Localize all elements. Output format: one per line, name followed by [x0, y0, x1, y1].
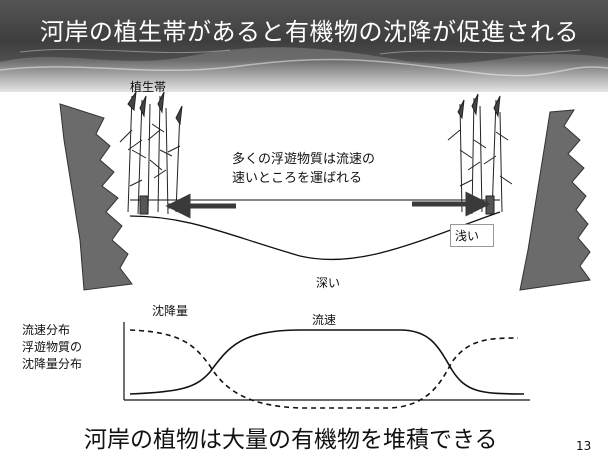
velocity-label: 流速	[312, 313, 337, 327]
vegetation-left	[119, 91, 183, 215]
flow-note-line2: 速いところを運ばれる	[232, 171, 363, 186]
plot-y-label: 流速分布 浮遊物質の 沈降量分布	[22, 322, 82, 373]
velocity-curve	[129, 329, 525, 395]
deep-label: 深い	[316, 276, 341, 290]
header-fade	[0, 60, 608, 92]
sedimentation-curve	[129, 329, 519, 409]
flow-note-line1: 多くの浮遊物質は流速の	[232, 152, 376, 167]
vegetation-right	[447, 93, 513, 215]
riverbed	[129, 211, 501, 261]
right-bank	[519, 109, 591, 291]
flow-note: 多くの浮遊物質は流速の 速いところを運ばれる	[232, 150, 375, 188]
sedimentation-label: 沈降量	[152, 304, 189, 318]
page-number: 13	[576, 439, 592, 453]
title-banner: 河岸の植生帯があると有機物の沈降が促進される	[0, 0, 608, 92]
y-label-line1: 流速分布	[22, 323, 71, 337]
slide-title: 河岸の植生帯があると有機物の沈降が促進される	[40, 18, 579, 46]
left-bank	[59, 103, 133, 291]
shallow-label: 浅い	[450, 224, 495, 247]
slide-caption: 河岸の植物は大量の有機物を堆積できる	[84, 427, 498, 453]
vegetation-label: 植生帯	[130, 80, 167, 94]
y-label-line3: 沈降量分布	[22, 357, 83, 371]
y-label-line2: 浮遊物質の	[22, 340, 83, 354]
